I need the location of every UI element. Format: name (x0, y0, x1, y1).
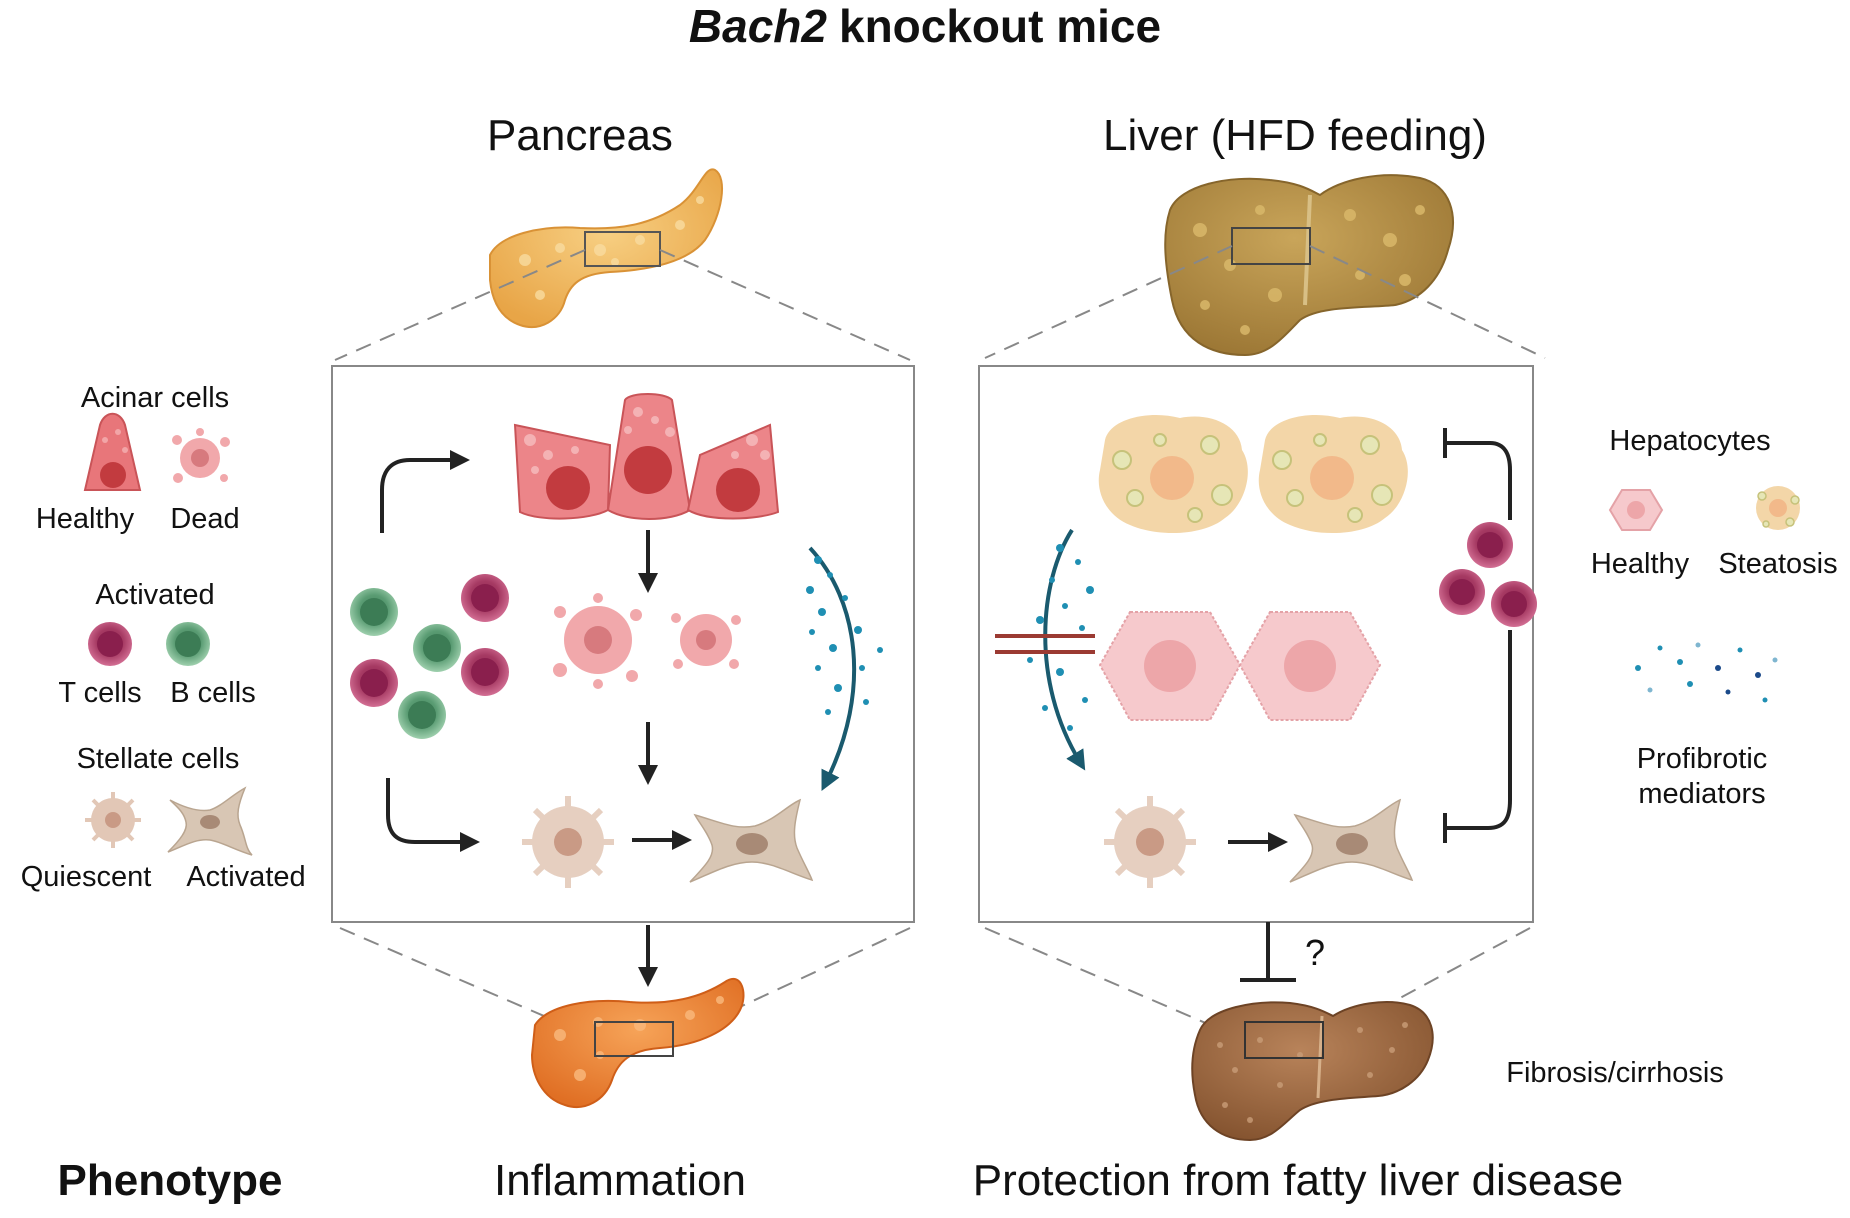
pancreas-outcome: Inflammation (494, 1156, 746, 1205)
liver-organ-icon (1164, 174, 1454, 357)
liver-zoom-lines (984, 245, 1546, 359)
legend-stellate-activated-label: Activated (186, 861, 305, 893)
legend-stellate-title: Stellate cells (77, 743, 240, 775)
t-cell (461, 574, 509, 622)
liver-outcome: Protection from fatty liver disease (973, 1156, 1623, 1205)
liver-quiescent-stellate-cell (1104, 796, 1196, 888)
liver-t-cells (1439, 522, 1537, 627)
pancreas-heading: Pancreas (487, 111, 673, 160)
liver-blocked-mediators (995, 528, 1095, 771)
legend-t-cells-label: T cells (58, 677, 141, 709)
t-cell (1439, 569, 1485, 615)
t-cell (350, 659, 398, 707)
liver-steatotic-hepatocytes (1098, 414, 1408, 534)
fibrotic-liver-organ-icon (1191, 1001, 1434, 1142)
pancreas-immune-cells (350, 574, 509, 739)
legend-b-cells-label: B cells (170, 677, 255, 709)
legend-acinar-title: Acinar cells (81, 382, 229, 414)
legend-mediators-line1: Profibrotic (1637, 743, 1768, 775)
question-mark: ? (1305, 932, 1325, 973)
legend-mediators-icon (1635, 642, 1778, 703)
arrow-immune-to-acinar (380, 450, 470, 533)
inflamed-pancreas-organ-icon (530, 978, 745, 1108)
legend-acinar-healthy-label: Healthy (36, 503, 135, 535)
pancreas-activated-stellate-cell (689, 798, 814, 883)
b-cell (350, 588, 398, 636)
legend-activated-title: Activated (95, 579, 214, 611)
legend-hepatocyte-healthy-icon (1608, 489, 1664, 531)
pancreas-organ-icon (489, 168, 723, 328)
legend-stellate-quiescent-icon (85, 792, 141, 848)
pancreas-dead-acinar-cells (553, 593, 741, 689)
legend-hepatocyte-steatosis-label: Steatosis (1718, 548, 1837, 580)
pancreas-panel-box (331, 365, 915, 923)
legend-acinar-dead-label: Dead (170, 503, 239, 535)
legend-hepatocyte-steatosis-icon (1756, 486, 1800, 530)
legend-mediators-line2: mediators (1638, 778, 1765, 810)
legend-b-cell-icon (166, 622, 210, 666)
liver-healthy-hepatocytes (1098, 611, 1382, 721)
pancreas-healthy-acinar-cells (513, 393, 780, 520)
liver-panel-box (978, 365, 1534, 923)
b-cell (398, 691, 446, 739)
liver-inhibition-bracket (1445, 441, 1512, 830)
t-cell (461, 648, 509, 696)
t-cell (1491, 581, 1537, 627)
fibrosis-label: Fibrosis/cirrhosis (1506, 1057, 1724, 1089)
pancreas-profibrotic-mediators (806, 546, 883, 791)
liver-activated-stellate-cell (1289, 798, 1414, 883)
arrow-immune-to-stellate (386, 778, 480, 852)
legend-stellate-activated-icon (167, 786, 253, 856)
legend-hepatocytes-title: Hepatocytes (1609, 425, 1770, 457)
liver-heading: Liver (HFD feeding) (1103, 111, 1487, 160)
legend-acinar-dead-icon (172, 428, 230, 483)
t-cell (1467, 522, 1513, 568)
phenotype-label: Phenotype (58, 1156, 283, 1205)
legend-t-cell-icon (88, 622, 132, 666)
legend-hepatocyte-healthy-label: Healthy (1591, 548, 1690, 580)
pancreas-quiescent-stellate-cell (522, 796, 614, 888)
b-cell (413, 624, 461, 672)
pancreas-zoom-lines (334, 249, 911, 361)
legend-stellate-quiescent-label: Quiescent (21, 861, 152, 893)
legend-acinar-healthy-icon (83, 412, 142, 491)
